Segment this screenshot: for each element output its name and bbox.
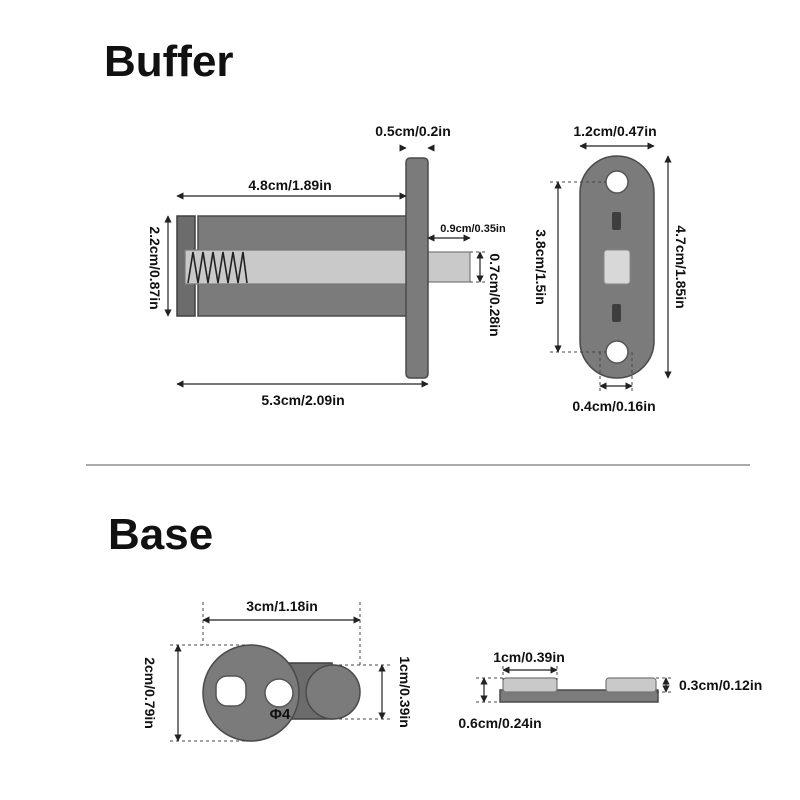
base-boss — [305, 664, 361, 720]
pin-length-label: 0.9cm/0.35in — [440, 223, 506, 235]
plate-height-label: 4.7cm/1.85in — [673, 225, 689, 308]
boss-diameter-label: 1cm/0.39in — [397, 656, 413, 728]
base-plate-side — [499, 689, 659, 703]
top-screw-hole — [605, 170, 629, 194]
body-diameter-label: 2.2cm/0.87in — [147, 226, 163, 309]
total-length-label: 5.3cm/2.09in — [261, 392, 344, 408]
base-boss-side-right — [605, 677, 657, 693]
buffer-side-view: 0.5cm/0.2in 4.8cm/1.89in 2.2cm/0.87in 0.… — [147, 123, 506, 408]
slot-icon — [612, 212, 621, 230]
side-boss-height-label: 0.3cm/0.12in — [679, 677, 762, 693]
slot-icon — [612, 304, 621, 322]
flange-thickness-label: 0.5cm/0.2in — [375, 123, 451, 139]
buffer-heading: Buffer — [104, 37, 234, 86]
hole-size-label: Φ4 — [270, 706, 291, 723]
base-top-view: Φ4 3cm/1.18in 2cm/0.79in 1cm/0.39in — [142, 598, 413, 742]
base-heading: Base — [108, 510, 214, 559]
base-length-label: 3cm/1.18in — [246, 598, 318, 614]
screw-hole — [264, 678, 294, 708]
base-boss-side — [502, 677, 558, 693]
base-side-view: 1cm/0.39in 0.3cm/0.12in 0.6cm/0.24in — [458, 649, 762, 731]
spring-icon — [187, 251, 248, 284]
bottom-screw-hole — [605, 340, 629, 364]
side-total-height-label: 0.6cm/0.24in — [458, 715, 541, 731]
pin-socket — [603, 249, 631, 285]
plate-width-label: 1.2cm/0.47in — [573, 123, 656, 139]
hole-spacing-label: 3.8cm/1.5in — [533, 229, 549, 305]
pin-diameter-label: 0.7cm/0.28in — [487, 253, 503, 336]
base-diameter-label: 2cm/0.79in — [142, 657, 158, 729]
hole-diameter-label: 0.4cm/0.16in — [572, 398, 655, 414]
buffer-pin — [427, 251, 471, 283]
mounting-slot-hole — [215, 675, 247, 707]
side-boss-width-label: 1cm/0.39in — [493, 649, 565, 665]
buffer-plate-view: 1.2cm/0.47in 3.8cm/1.5in 4.7cm/1.85in 0.… — [533, 123, 689, 414]
body-length-label: 4.8cm/1.89in — [248, 177, 331, 193]
buffer-flange — [405, 157, 429, 379]
